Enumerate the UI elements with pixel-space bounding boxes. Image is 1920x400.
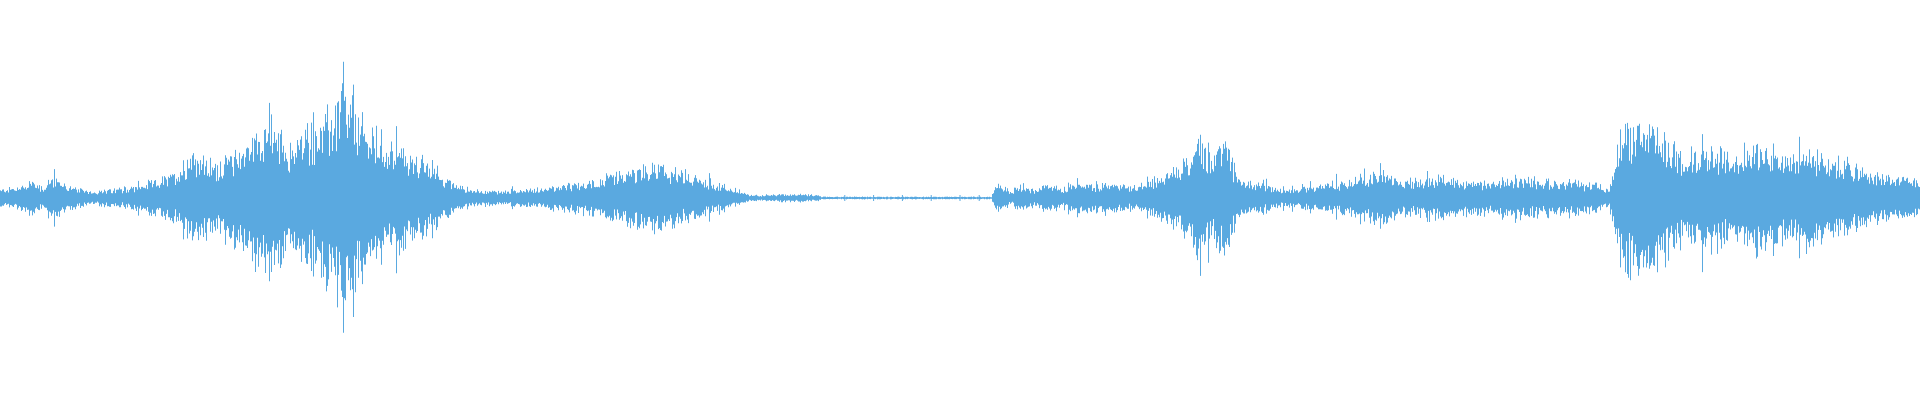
audio-waveform — [0, 61, 1920, 333]
waveform-canvas — [0, 61, 1920, 333]
